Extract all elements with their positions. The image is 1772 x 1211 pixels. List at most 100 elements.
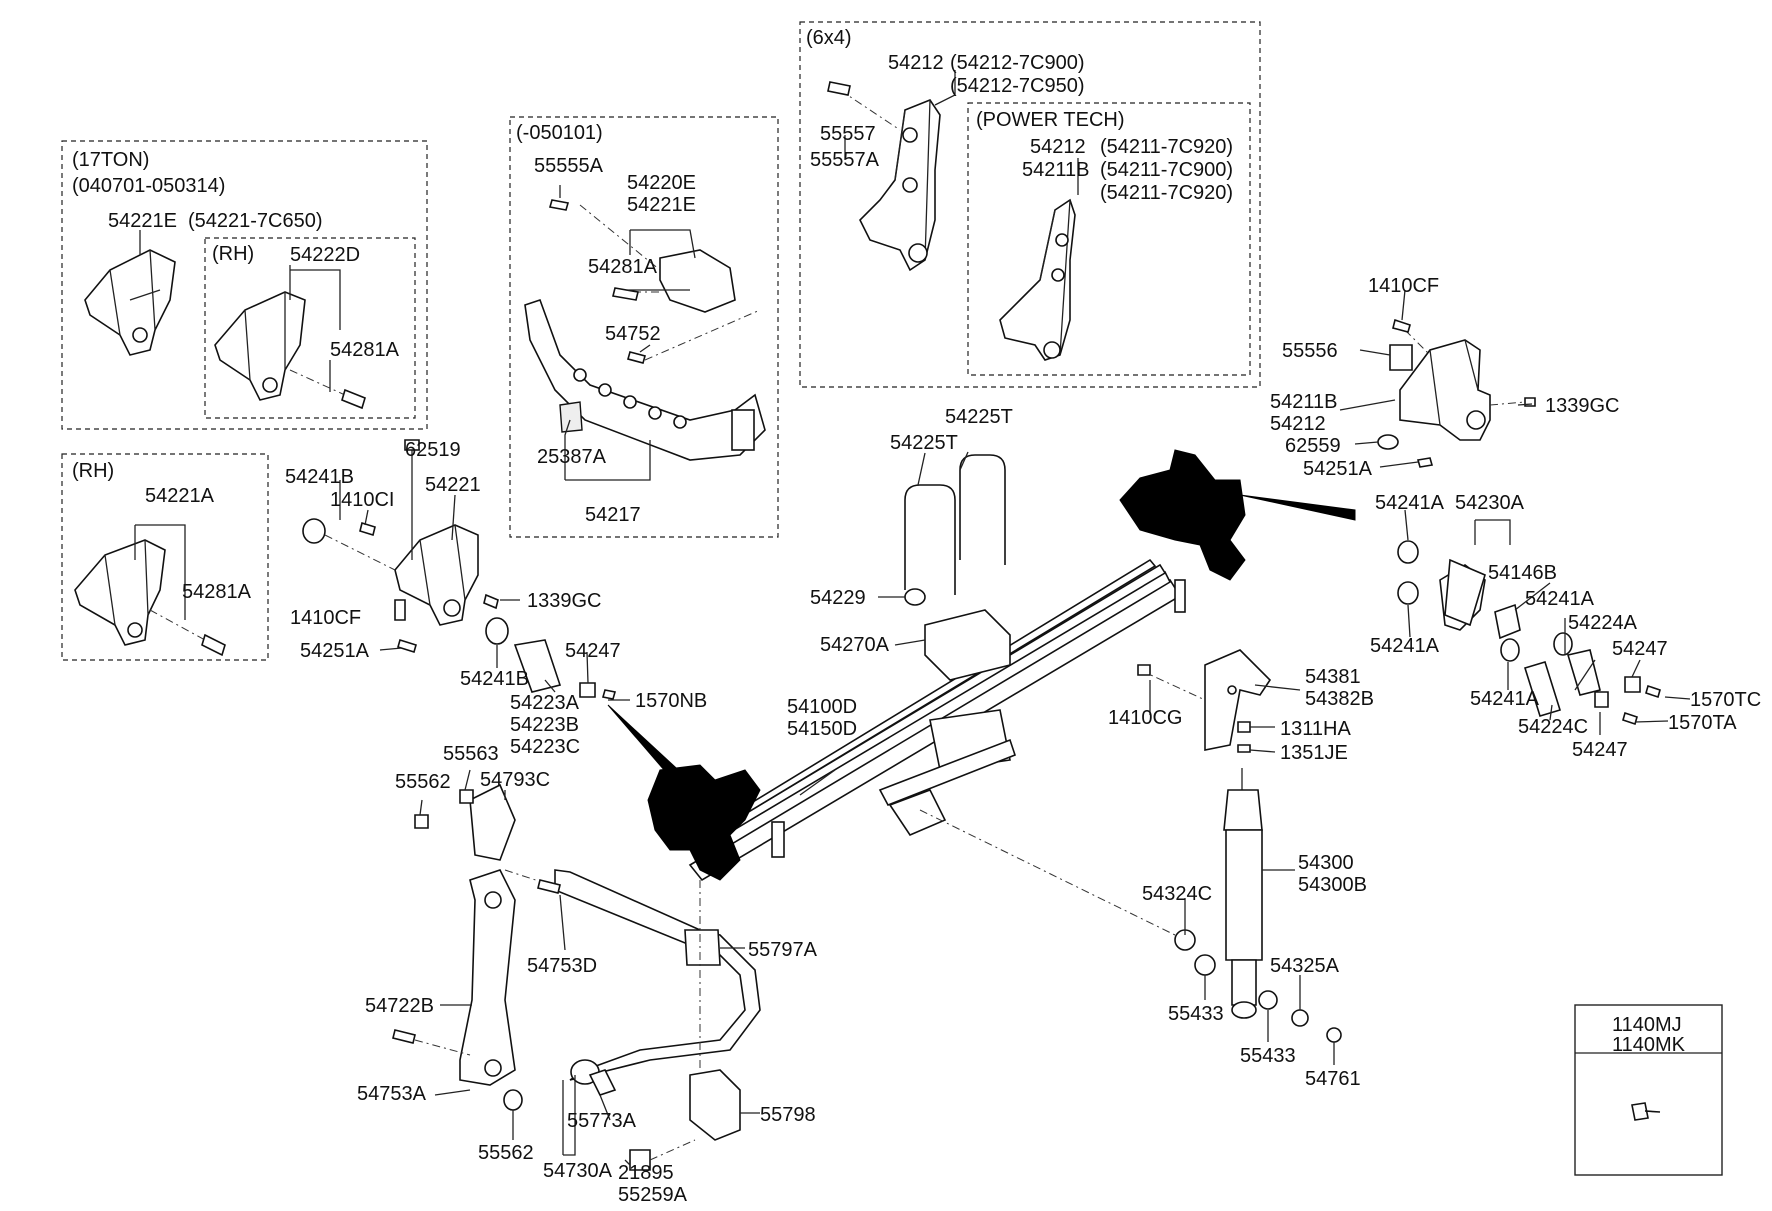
callout: 1570TC xyxy=(1690,689,1761,711)
callout: (54211-7C920) xyxy=(1100,136,1233,158)
callout: 54241A xyxy=(1470,688,1540,710)
callout: 54324C xyxy=(1142,883,1212,905)
group-6x4-title: (6x4) xyxy=(806,27,852,49)
callout: 1570TA xyxy=(1668,712,1737,734)
callout: 54753D xyxy=(527,955,597,977)
u-bolts-drawing xyxy=(904,454,1006,606)
callout: 54212 xyxy=(888,52,944,74)
callout: 54382B xyxy=(1305,688,1374,710)
callout: 54211B xyxy=(1270,391,1337,413)
callout: 54225T xyxy=(945,406,1013,428)
group-17ton-title: (17TON) xyxy=(72,149,149,171)
frame-silhouette-rear xyxy=(1119,449,1246,581)
callout: 54150D xyxy=(787,718,857,740)
bracket-54221e-drawing xyxy=(84,249,176,356)
frame-arrow-front xyxy=(607,704,701,801)
group-box-17ton-rh xyxy=(204,237,416,419)
callout: 54722B xyxy=(365,995,434,1017)
callout: 54300B xyxy=(1298,874,1367,896)
bracket-54221a-drawing xyxy=(74,539,226,657)
group-box-17ton xyxy=(61,140,428,430)
group-box-6x4 xyxy=(799,21,1261,388)
callout: 54325A xyxy=(1270,955,1340,977)
shock-absorber-drawing xyxy=(919,768,1342,1043)
callout: 55433 xyxy=(1240,1045,1296,1067)
callout: 54241A xyxy=(1370,635,1440,657)
callout: 55259A xyxy=(618,1184,688,1206)
callout: 54222D xyxy=(290,244,360,266)
callout-labels: 54221E (54221-7C650) 54222D 54281A 54221… xyxy=(108,52,1761,1206)
shock-bracket-drawing xyxy=(1137,649,1272,753)
callout: 54221 xyxy=(425,474,481,496)
callout: 54230A xyxy=(1455,492,1525,514)
frame-silhouette-front xyxy=(647,764,761,881)
callout: 55773A xyxy=(567,1110,637,1132)
callout: 54220E xyxy=(627,172,696,194)
legend-box-line2: 1140MK xyxy=(1612,1034,1686,1056)
callout: 54212 xyxy=(1030,136,1086,158)
callout: 1410CF xyxy=(1368,275,1439,297)
callout: 54281A xyxy=(588,256,658,278)
callout: 54223C xyxy=(510,736,580,758)
callout: 54793C xyxy=(480,769,550,791)
callout: 54730A xyxy=(543,1160,613,1182)
callout: 21895 xyxy=(618,1162,674,1184)
callout: 1339GC xyxy=(1545,395,1620,417)
callout: 54300 xyxy=(1298,852,1354,874)
callout: 54223B xyxy=(510,714,579,736)
callout: 54251A xyxy=(300,640,370,662)
callout: 1410CG xyxy=(1108,707,1183,729)
callout: 54761 xyxy=(1305,1068,1361,1090)
callout: 55797A xyxy=(748,939,818,961)
callout: 25387A xyxy=(537,446,607,468)
callout: 54241A xyxy=(1525,588,1595,610)
callout: 54229 xyxy=(810,587,866,609)
group-power-tech-title: (POWER TECH) xyxy=(976,109,1125,131)
callout: 54224A xyxy=(1568,612,1638,634)
callout: (54211-7C920) xyxy=(1100,182,1233,204)
legend-bolt-icon xyxy=(1631,1102,1661,1121)
callout: 55562 xyxy=(478,1142,534,1164)
callout: 54221A xyxy=(145,485,215,507)
callout: 54241B xyxy=(460,668,529,690)
callout: (54212-7C950) xyxy=(950,75,1085,97)
callout: 1570NB xyxy=(635,690,707,712)
callout: (54211-7C900) xyxy=(1100,159,1233,181)
group-box-050101 xyxy=(509,116,779,538)
group-17ton-rh-title: (RH) xyxy=(212,243,254,265)
group-17ton-subtitle: (040701-050314) xyxy=(72,175,225,197)
callout: 1339GC xyxy=(527,590,602,612)
group-box-rh xyxy=(61,453,269,661)
callout: 54100D xyxy=(787,696,857,718)
hanger-54212-drawing xyxy=(827,81,941,272)
callout: 54247 xyxy=(1572,739,1628,761)
callout: 55798 xyxy=(760,1104,816,1126)
callout: 54247 xyxy=(1612,638,1668,660)
callout: 54281A xyxy=(182,581,252,603)
callout: 55556 xyxy=(1282,340,1338,362)
callout: 55562 xyxy=(395,771,451,793)
callout: 54752 xyxy=(605,323,661,345)
frame-arrow-rear xyxy=(1239,494,1356,521)
callout: 54146B xyxy=(1488,562,1557,584)
callout: 55555A xyxy=(534,155,604,177)
callout: 54221E xyxy=(108,210,177,232)
callout: 1351JE xyxy=(1280,742,1348,764)
callout: 54212 xyxy=(1270,413,1326,435)
callout: 1410CF xyxy=(290,607,361,629)
group-box-power-tech xyxy=(967,102,1251,376)
callout: 55563 xyxy=(443,743,499,765)
callout: 54217 xyxy=(585,504,641,526)
spring-pad-drawing xyxy=(924,609,1011,681)
callout: 55557A xyxy=(810,149,880,171)
legend-box xyxy=(1574,1004,1723,1176)
hanger-rear-right-drawing xyxy=(1377,318,1536,468)
hanger-54221-drawing xyxy=(302,439,617,700)
callout: 62519 xyxy=(405,439,461,461)
legend-box-line1: 1140MJ xyxy=(1612,1014,1682,1036)
hanger-54211b-drawing xyxy=(999,198,1076,361)
callout: 54241A xyxy=(1375,492,1445,514)
callout: 62559 xyxy=(1285,435,1341,457)
stabilizer-bar-drawing xyxy=(392,783,761,1171)
